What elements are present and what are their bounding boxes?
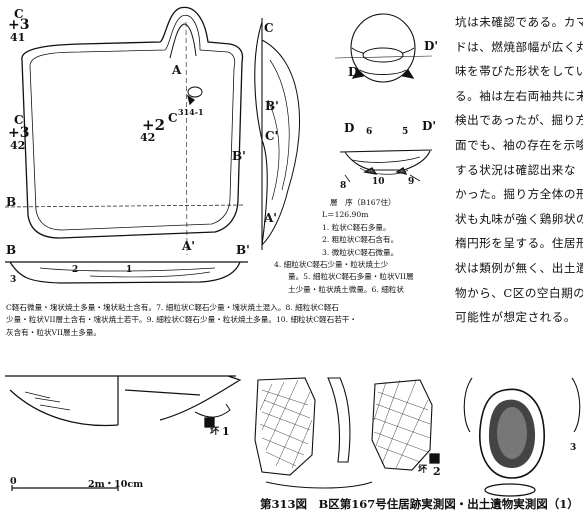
legend-cont-3: 灰含有・粒状VII層土多量。	[6, 327, 102, 337]
legend-line-4: 4. 細粒状C軽石少量・粒状焼土少	[274, 260, 389, 270]
sherd-2	[371, 379, 433, 471]
legend-line-1: 1. 粒状C軽石多量。	[322, 222, 391, 232]
body-line-12: 物から、C区の空白期の	[455, 285, 583, 300]
figure-caption: 第313図 B区第167号住居跡実測図・出土遺物実測図（1）	[260, 497, 579, 511]
legend-line-5: 量。5. 細粒状C軽石多量・粒状VII層	[288, 272, 414, 282]
house-plan-inner	[29, 14, 236, 231]
body-line-7: する状況は確認出来な	[455, 162, 576, 177]
legend-continued: C軽石微量・塊状焼土多量・塊状粘土含有。7. 細粒状C軽石少量・塊状焼土混入。8…	[6, 302, 357, 339]
sherd-1	[254, 377, 316, 476]
legend-elevation: L＝126.90m	[322, 210, 369, 220]
label-section-b: B'	[265, 99, 279, 113]
body-line-6: 面でも、袖の存在を示唆	[455, 137, 583, 152]
artifact-1-type: 坏	[210, 427, 220, 437]
label-section-c-top: C	[264, 21, 274, 35]
label-d-mid: D	[348, 65, 359, 79]
label-a-bottom: A'	[182, 239, 195, 253]
house-plan-outline	[21, 6, 244, 239]
label-c-top-left: C	[14, 7, 24, 21]
body-line-3: 味を帯びた形状をしてい	[455, 64, 583, 79]
sherd-profile	[327, 377, 351, 463]
artifact-2-num: 2	[433, 465, 441, 478]
body-line-13: 可能性が想定される。	[455, 310, 576, 325]
label-grid-42-left: 42	[10, 139, 26, 152]
body-line-2: ドは、燃焼部幅が広く丸	[455, 39, 583, 54]
kamado-plan	[350, 13, 416, 83]
label-314-1: 314-1	[178, 107, 204, 117]
label-layer-10: 10	[372, 177, 385, 187]
label-section-c-low: C'	[265, 129, 279, 143]
body-line-8: かった。掘り方全体の形	[455, 187, 583, 202]
label-d-top: D'	[424, 39, 439, 53]
label-grid-41b: 41	[10, 31, 26, 44]
legend-title: 層 序（B167住）	[330, 198, 396, 207]
label-grid-left: +3	[8, 125, 30, 141]
stone-artifact	[479, 388, 545, 479]
scale-label: 2m・10cm	[88, 479, 144, 490]
label-layer-8: 8	[340, 181, 347, 191]
artifact-3-num: 3	[570, 443, 577, 453]
burnt-area	[187, 86, 203, 98]
bowl-1-profile	[5, 375, 242, 427]
legend-line-6: 土少量・粒状焼土微量。6. 細粒状	[288, 284, 404, 294]
label-layer-3: 3	[10, 275, 17, 285]
label-layer-2: 2	[72, 265, 79, 275]
label-b-left: B	[6, 195, 17, 209]
section-a	[254, 18, 268, 250]
body-line-11: 状は類例が無く、出土遺	[455, 260, 583, 275]
artifact-2-type: 坏	[418, 465, 428, 475]
body-text: 坑は未確認である。カマ ドは、燃焼部幅が広く丸 味を帯びた形状をしてい る。袖は…	[455, 10, 583, 330]
body-line-9: 状も丸味が強く鶏卵状の	[455, 211, 583, 226]
legend-cont-2: 少量・粒状VII層土含有・塊状焼土若干。9. 細粒状C軽石少量・粒状焼土多量。1…	[6, 315, 357, 325]
body-line-10: 楕円形を呈する。住居形	[455, 236, 583, 251]
label-d-lower-left: D	[344, 121, 355, 135]
body-line-5: 検出であったが、掘り方	[455, 113, 583, 128]
body-line-1: 坑は未確認である。カマ	[455, 15, 583, 29]
label-b-right: B'	[232, 149, 246, 163]
kamado-section	[339, 149, 433, 171]
legend-line-2: 2. 粗粒状C軽石含有。	[322, 235, 399, 245]
label-c-mid: C	[168, 111, 178, 125]
legend-line-3: 3. 微粒状C軽石微量。	[322, 247, 399, 257]
stone-profile	[484, 483, 536, 497]
label-c-left: C	[14, 113, 24, 127]
legend-cont-1: C軽石微量・塊状焼土多量・塊状粘土含有。7. 細粒状C軽石少量・塊状焼土混入。8…	[6, 303, 339, 312]
label-grid-42-mid: 42	[140, 131, 156, 144]
label-section-a: A'	[264, 211, 277, 225]
scale-zero: 0	[10, 476, 17, 487]
profile-b	[5, 261, 248, 284]
label-d-lower-right: D'	[422, 119, 437, 133]
label-a-top: A	[172, 63, 182, 77]
legend-block: 層 序（B167住） L＝126.90m 1. 粒状C軽石多量。 2. 粗粒状C…	[274, 197, 414, 296]
label-b-profile: B	[6, 243, 17, 257]
body-line-4: る。袖は左右両袖共に未	[455, 88, 583, 103]
label-layer-1: 1	[126, 265, 133, 275]
artifact-1-num: 1	[222, 425, 230, 438]
label-layer-9: 9	[408, 177, 415, 187]
label-layer-6: 6	[366, 127, 373, 137]
scale-bar	[11, 485, 119, 491]
label-grid-41: +3	[8, 17, 30, 33]
label-b-profile-right: B'	[236, 243, 250, 257]
label-layer-5: 5	[402, 127, 409, 137]
label-grid-mid: +2	[142, 116, 166, 134]
